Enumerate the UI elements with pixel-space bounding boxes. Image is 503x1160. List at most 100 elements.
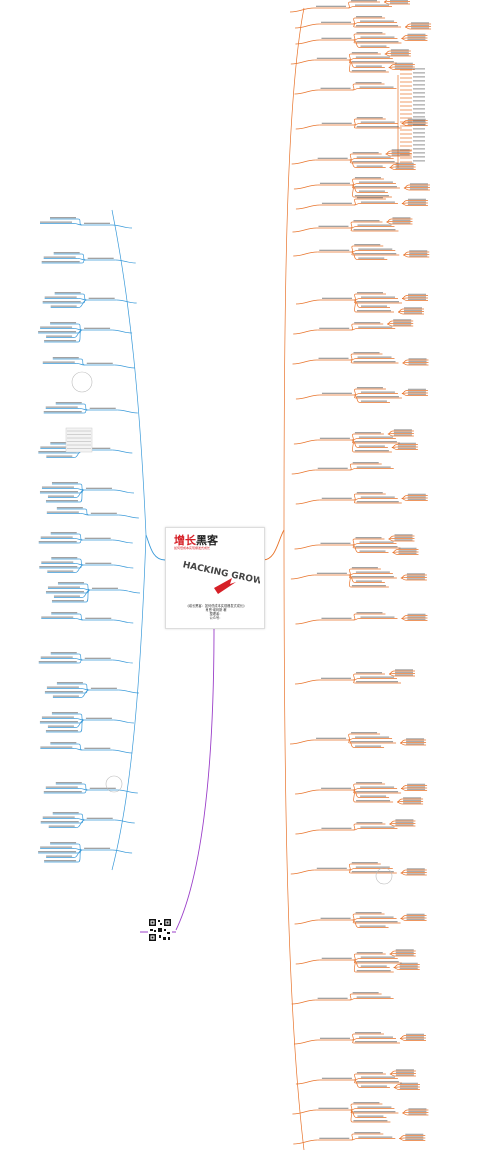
right-subtopic-connector	[353, 499, 356, 504]
leaf-text-line	[351, 567, 378, 569]
right-subtopic-connector	[349, 159, 356, 168]
leaf-text-line	[408, 358, 427, 360]
right-leaf-connector	[401, 618, 407, 621]
leaf-text-line	[390, 0, 408, 1]
left-subtopic-connector	[74, 748, 83, 751]
leaf-text-line	[395, 1069, 414, 1071]
leaf-text-line	[316, 5, 346, 7]
right-topic-connector	[292, 1109, 317, 1115]
leaf-text-line	[406, 578, 425, 580]
leaf-text-line	[403, 802, 422, 804]
cover-art-arrow	[214, 578, 236, 594]
leaf-text-line	[89, 787, 116, 789]
leaf-text-line	[407, 498, 426, 500]
right-subtopic-connector	[353, 394, 361, 403]
leaf-text-line	[357, 1115, 384, 1117]
right-leaf-connector	[389, 1073, 395, 1077]
right-subtopic-connector	[351, 439, 355, 453]
right-leaf-connector	[403, 254, 409, 258]
left-subtopic-connector	[80, 513, 89, 516]
right-leaf-connector	[402, 362, 408, 366]
leaf-text-line	[390, 51, 409, 53]
right-leaf-connector	[391, 447, 397, 450]
right-leaf-connector	[401, 123, 407, 126]
left-trunk-lower	[111, 534, 147, 871]
cycle-diagram-2	[105, 775, 123, 793]
right-topic-connector	[295, 789, 320, 795]
leaf-text-line	[409, 250, 428, 252]
leaf-text-line	[43, 411, 82, 413]
leaf-text-line	[44, 340, 77, 342]
leaf-text-line	[39, 491, 78, 493]
leaf-text-line	[394, 65, 413, 67]
caption-line-2: 肖恩·埃利斯 著	[205, 608, 227, 612]
leaf-text-line	[84, 847, 111, 849]
leaf-text-line	[47, 586, 80, 588]
leaf-text-line	[41, 716, 74, 718]
leaf-text-line	[413, 136, 425, 138]
leaf-text-line	[91, 587, 118, 589]
right-topic-connector	[293, 184, 318, 190]
right-subtopic-connector	[350, 1103, 353, 1111]
right-leaf-connector	[401, 38, 407, 41]
leaf-text-line	[360, 1076, 395, 1078]
right-topic-connector	[291, 999, 316, 1005]
leaf-text-line	[408, 363, 427, 365]
right-topic-connector	[293, 439, 318, 445]
leaf-text-line	[357, 356, 392, 358]
leaf-text-line	[403, 309, 422, 311]
right-subtopic-connector	[352, 544, 359, 553]
leaf-text-line	[405, 1138, 424, 1140]
leaf-text-line	[395, 165, 414, 167]
leaf-text-line	[85, 487, 112, 489]
right-subtopic-connector	[353, 198, 357, 206]
leaf-text-line	[360, 616, 395, 618]
right-topic-connector	[295, 204, 320, 210]
leaf-text-line	[44, 860, 77, 862]
leaf-text-line	[360, 676, 395, 678]
leaf-text-line	[351, 0, 377, 2]
leaf-text-line	[413, 88, 425, 90]
leaf-text-line	[409, 252, 428, 254]
leaf-text-line	[359, 541, 394, 543]
leaf-text-line	[41, 561, 74, 563]
left-topic-connector	[114, 364, 135, 369]
right-subtopic-connector	[353, 783, 356, 791]
right-subtopic-connector	[353, 618, 360, 621]
left-topic-connector	[113, 719, 134, 724]
left-topic-connector	[112, 539, 133, 544]
right-subtopic-connector	[353, 299, 357, 313]
leaf-text-line	[407, 783, 426, 785]
cover-title-dark: 黑客	[196, 534, 218, 547]
leaf-text-line	[50, 305, 77, 307]
leaf-text-line	[413, 96, 425, 98]
left-topic-connector	[118, 689, 139, 694]
right-leaf-connector	[402, 1112, 408, 1116]
leaf-text-line	[354, 195, 389, 197]
leaf-text-line	[354, 186, 397, 188]
leaf-text-line	[399, 967, 418, 969]
leaf-text-line	[413, 84, 425, 86]
leaf-text-line	[85, 717, 112, 719]
right-subtopic-connector	[353, 388, 357, 396]
right-topic-connector	[295, 619, 320, 625]
leaf-text-line	[321, 827, 352, 829]
right-leaf-connector	[399, 1038, 406, 1041]
leaf-text-line	[354, 322, 381, 324]
leaf-text-line	[395, 162, 414, 164]
leaf-text-line	[356, 961, 399, 963]
right-leaf-connector	[401, 298, 408, 301]
leaf-text-line	[353, 1120, 388, 1122]
right-subtopic-connector	[352, 789, 356, 803]
leaf-text-line	[413, 152, 425, 154]
right-leaf-connector	[400, 742, 406, 746]
right-topic-connector	[291, 159, 316, 165]
leaf-text-line	[40, 446, 73, 448]
right-subtopic-connector	[353, 959, 356, 973]
leaf-text-line	[360, 956, 395, 958]
leaf-text-line	[407, 293, 426, 295]
leaf-text-line	[355, 866, 390, 868]
leaf-text-line	[397, 442, 416, 444]
right-leaf-connector	[401, 788, 407, 791]
left-subtopic-connector	[83, 409, 88, 414]
